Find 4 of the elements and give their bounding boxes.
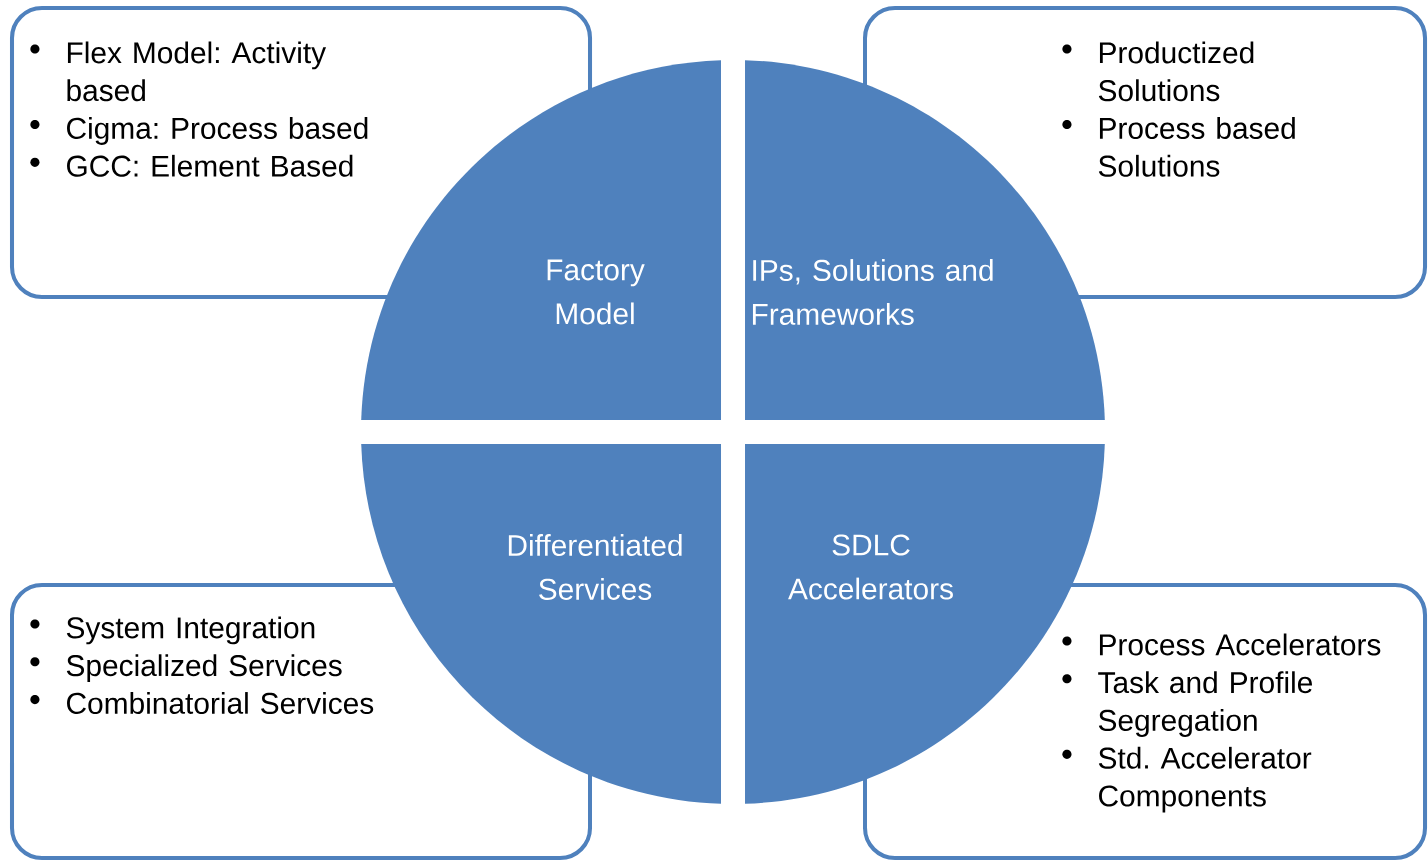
bullet-item: System Integration <box>30 616 315 645</box>
bullet-item: Flex Model: Activity based <box>30 41 327 102</box>
bullet-item: Specialized Services <box>30 654 342 683</box>
bullet-item: GCC: Element Based <box>30 154 353 177</box>
